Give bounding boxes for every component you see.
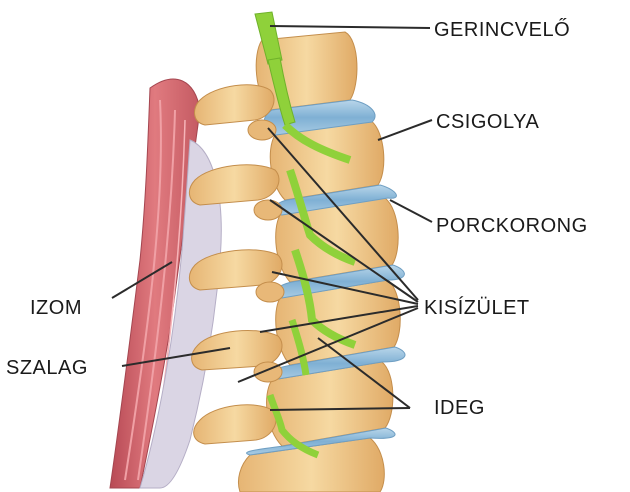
facet-joint <box>248 120 276 140</box>
facet-joint <box>256 282 284 302</box>
label-kisizulet: KISÍZÜLET <box>424 298 530 318</box>
process <box>195 85 275 125</box>
label-gerincvelo: GERINCVELŐ <box>434 20 570 40</box>
label-csigolya: CSIGOLYA <box>436 112 539 132</box>
label-szalag: SZALAG <box>6 358 88 378</box>
leader-csigolya <box>378 120 432 140</box>
label-porckorong: PORCKORONG <box>436 216 588 236</box>
label-ideg: IDEG <box>434 398 485 418</box>
leader-gerincvelo <box>270 26 430 28</box>
facet-joint <box>254 200 282 220</box>
process <box>194 405 276 444</box>
label-izom: IZOM <box>30 298 82 318</box>
